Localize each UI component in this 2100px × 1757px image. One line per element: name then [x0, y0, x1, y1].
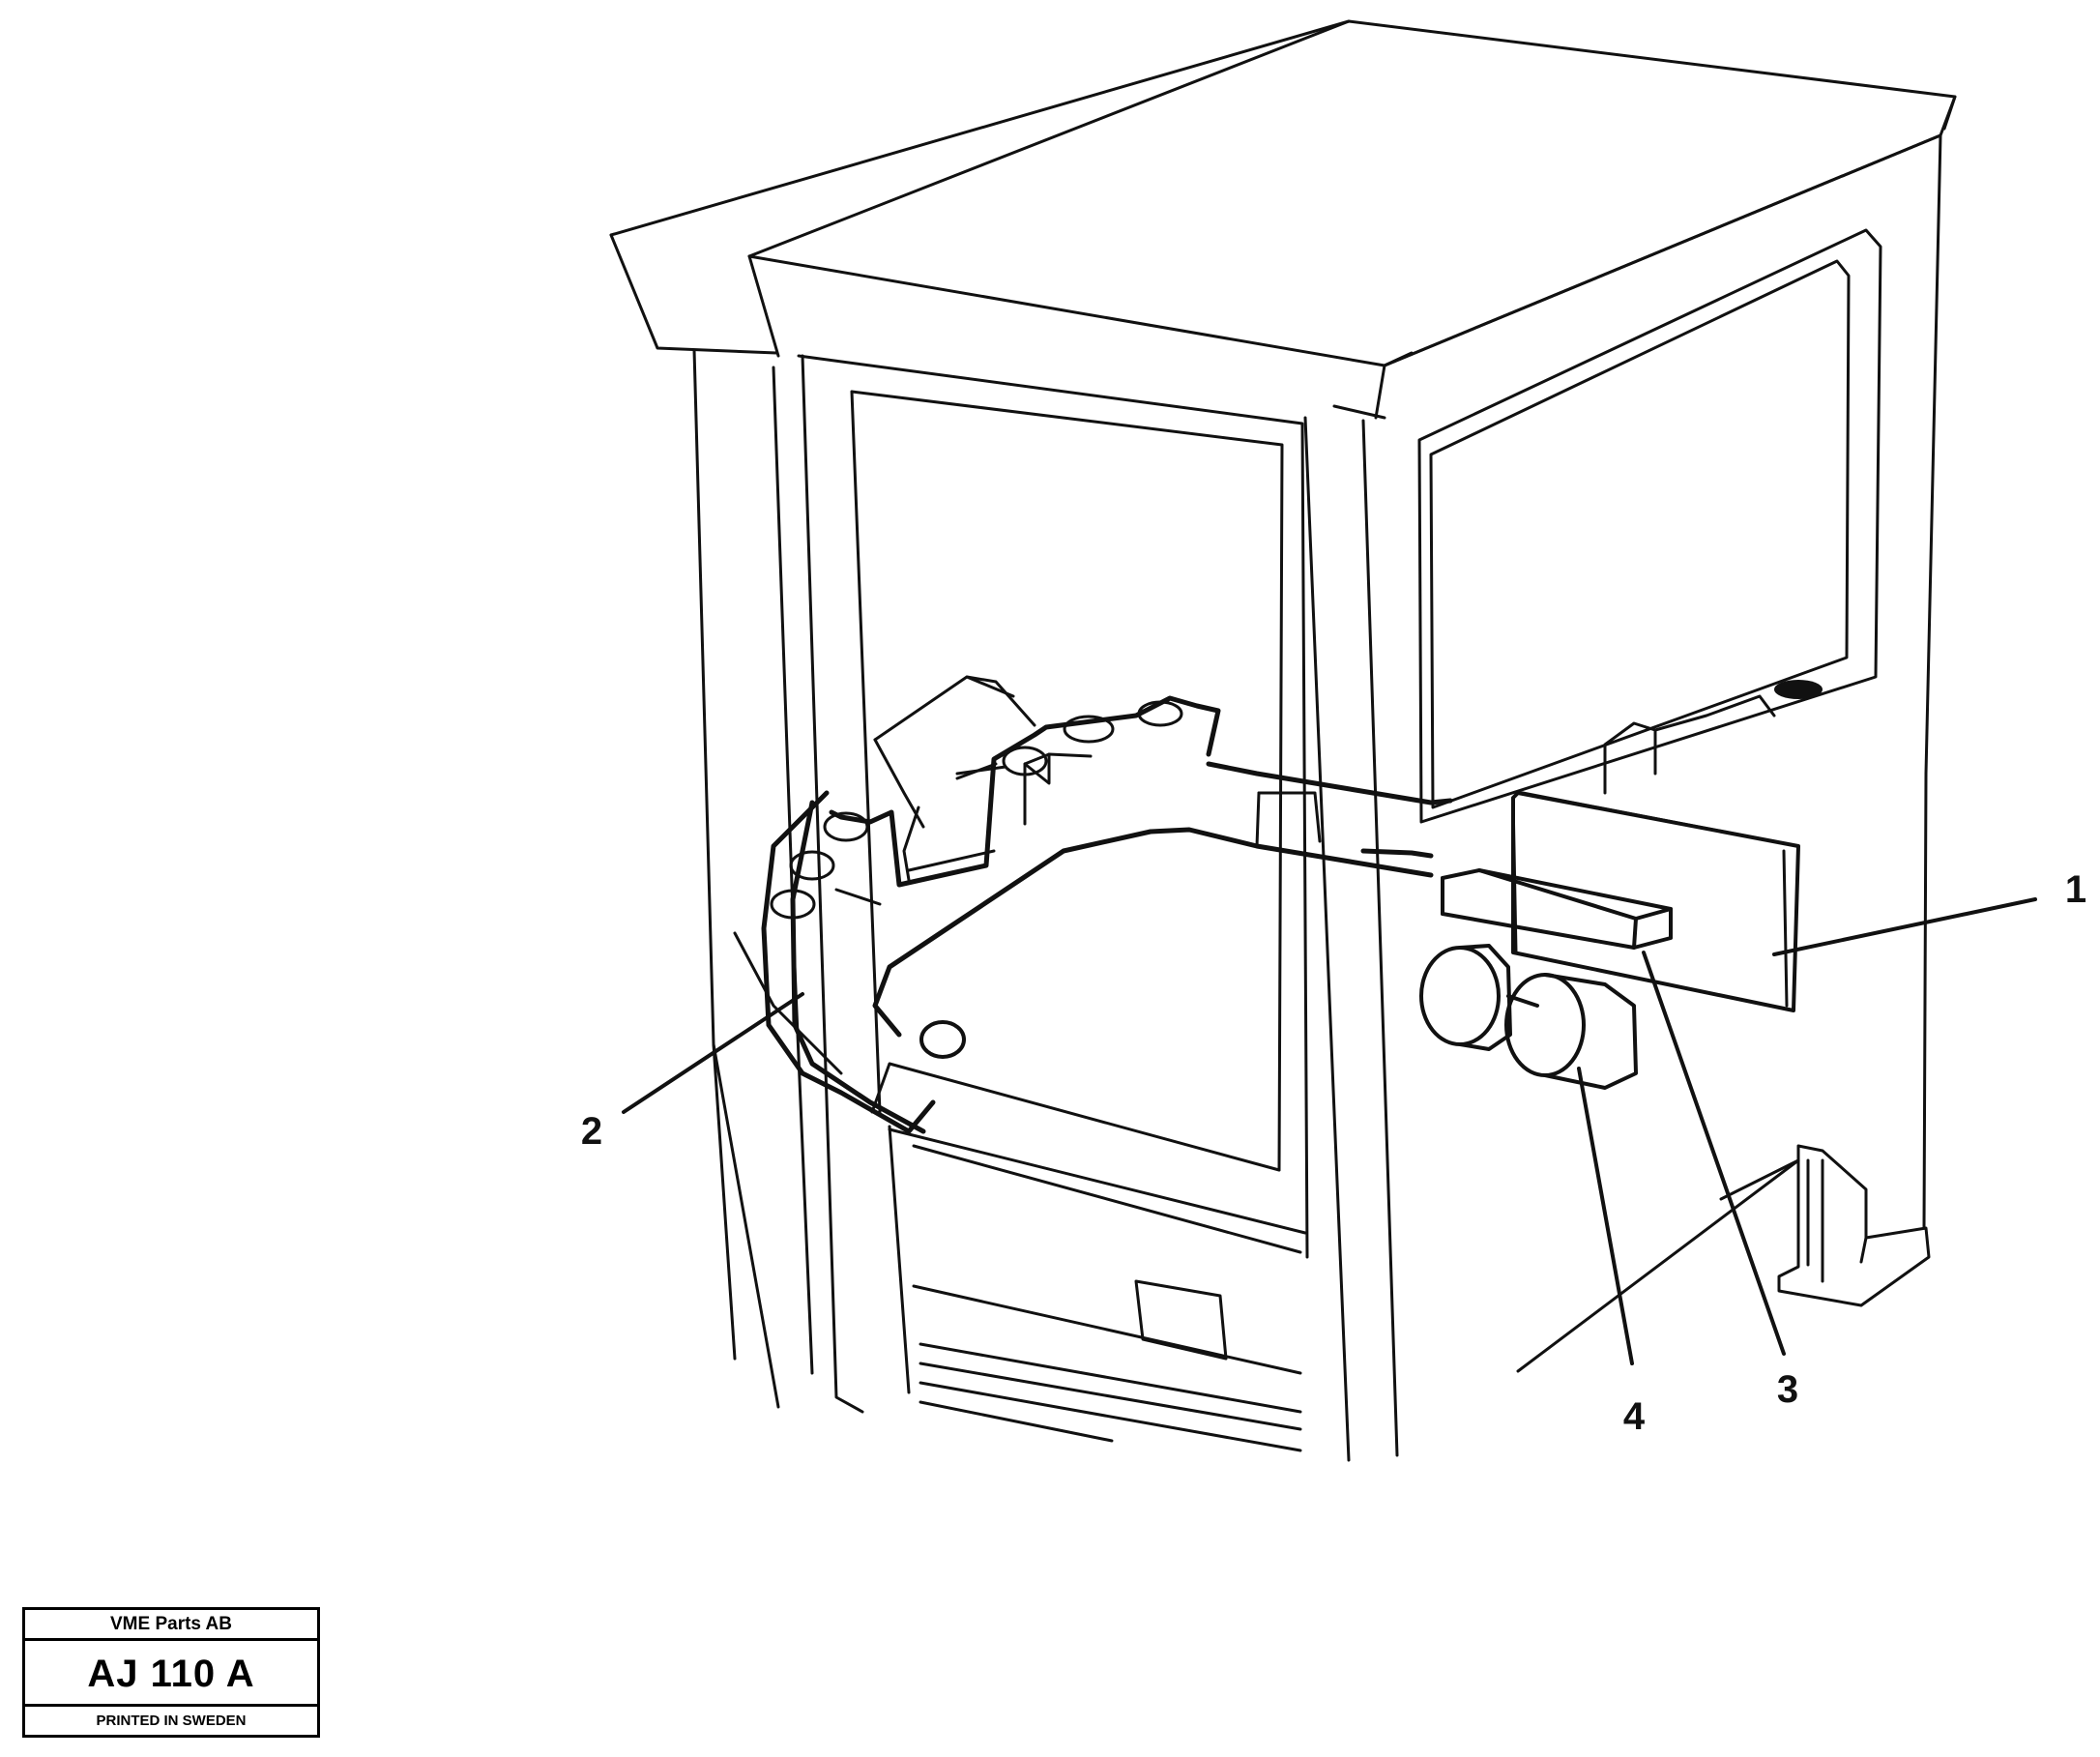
- side-console-box: [1255, 791, 1800, 1012]
- side-window: [1417, 228, 1882, 824]
- callout-label-2: 2: [581, 1110, 602, 1153]
- title-block: VME Parts AB AJ 110 A PRINTED IN SWEDEN: [22, 1607, 320, 1738]
- seat-back: [1603, 694, 1776, 795]
- callout-label-3: 3: [1777, 1368, 1798, 1411]
- small-control-box: [1441, 868, 1673, 950]
- floor-pedestal: [1516, 1144, 1931, 1373]
- handrail: [761, 695, 1453, 1134]
- drawing-code: AJ 110 A: [25, 1641, 317, 1707]
- control-knobs: [1419, 944, 1638, 1090]
- company-name: VME Parts AB: [25, 1610, 317, 1641]
- callout-leaders: [622, 897, 2037, 1365]
- callout-label-1: 1: [2065, 868, 2086, 911]
- speck-marks: [1774, 680, 1823, 699]
- handrail-detail: [733, 675, 1183, 1075]
- cab-roof: [609, 19, 1957, 420]
- front-windshield: [797, 354, 1309, 1259]
- lower-panel: [888, 1125, 1302, 1452]
- printed-note: PRINTED IN SWEDEN: [96, 1713, 247, 1729]
- callout-label-4: 4: [1623, 1395, 1646, 1438]
- cab-body: [692, 133, 1942, 1462]
